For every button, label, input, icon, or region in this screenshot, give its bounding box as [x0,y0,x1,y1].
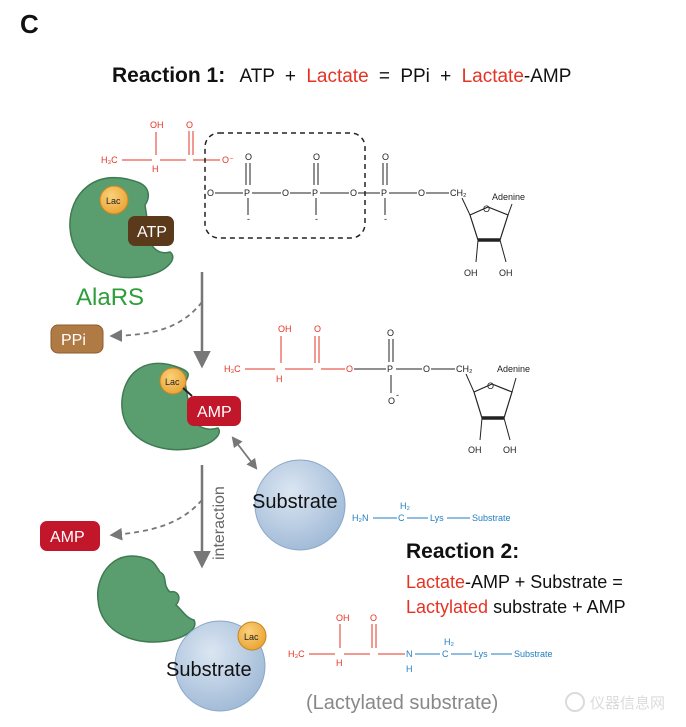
svg-text:O: O [314,324,321,334]
svg-text:O: O [388,396,395,406]
svg-text:Substrate: Substrate [514,649,553,659]
alars-enzyme-2: Lac AMP [121,362,241,451]
svg-text:O: O [350,188,357,198]
svg-text:O: O [487,381,494,391]
svg-text:P: P [244,188,250,198]
svg-text:Lys: Lys [430,513,444,523]
lactylated-substrate-label: (Lactylated substrate) [306,692,498,714]
svg-text:OH: OH [150,120,164,130]
lactylated-structure: OH H₃C H O N H C H₂ Lys Substrate [288,613,553,674]
lac-circle-2 [159,367,187,395]
svg-text:H₂: H₂ [444,637,454,647]
svg-text:O: O [382,152,389,162]
ppi-label: PPi [61,332,86,349]
svg-text:O: O [423,364,430,374]
svg-text:H₂: H₂ [400,501,410,511]
svg-text:OH: OH [278,324,292,334]
interaction-arrow [231,436,258,470]
svg-text:C: C [398,513,405,523]
lactate-amp-structure: OH H₃C H O O P O O - O CH₂ [224,324,530,455]
svg-text:-: - [315,214,318,224]
svg-text:O: O [418,188,425,198]
panel-label: C [20,9,39,39]
substrate-circle [254,459,346,551]
svg-text:O: O [370,613,377,623]
arrow-to-ppi [109,301,203,343]
amp-box-product [40,521,100,551]
amp-label-product: AMP [50,529,85,546]
svg-text:CH₂: CH₂ [450,188,467,198]
svg-text:H₂N: H₂N [352,513,369,523]
atp-label: ATP [137,224,167,241]
svg-text:H₃C: H₃C [101,155,118,165]
svg-text:OH: OH [464,268,478,278]
svg-text:O: O [282,188,289,198]
lac-label-1: Lac [106,196,121,206]
amp-label-enzyme: AMP [197,404,232,421]
watermark-logo: 仪器信息网 [565,692,665,712]
bottom-substrate-label: Substrate [166,659,252,681]
svg-text:O: O [346,364,353,374]
reaction2-line2: Lactylated substrate + AMP [406,597,626,617]
amp-box-enzyme [187,396,241,426]
interaction-label: interaction [211,486,228,560]
svg-text:P: P [387,364,393,374]
svg-text:O: O [313,152,320,162]
svg-text:N: N [406,649,413,659]
svg-text:H: H [406,664,413,674]
svg-text:P: P [381,188,387,198]
lac-label-3: Lac [244,632,259,642]
svg-text:Adenine: Adenine [492,192,525,202]
alars-label: AlaRS [76,284,144,311]
svg-text:-: - [396,390,399,400]
svg-text:Lys: Lys [474,649,488,659]
svg-text:O⁻: O⁻ [222,155,234,165]
arrow-to-amp [109,499,203,541]
svg-text:O: O [245,152,252,162]
substrate-label: Substrate [252,491,338,513]
alars-enzyme-3 [97,555,196,643]
svg-text:Adenine: Adenine [497,364,530,374]
svg-text:H: H [276,374,283,384]
alars-enzyme-1: Lac ATP [69,177,174,279]
watermark-text: 仪器信息网 [590,694,665,712]
atp-lactate-structure: OH H₃C H O O⁻ O P O P O P O CH₂ O O O [101,120,525,278]
svg-text:-: - [384,214,387,224]
svg-text:O: O [186,120,193,130]
svg-text:H₃C: H₃C [288,649,305,659]
svg-text:OH: OH [499,268,513,278]
svg-text:H: H [152,164,159,174]
svg-text:Substrate: Substrate [472,513,511,523]
lac-circle-1 [99,185,129,215]
lysine-substrate-structure: H₂N C H₂ Lys Substrate [352,501,511,523]
lac-label-2: Lac [165,377,180,387]
svg-text:H₃C: H₃C [224,364,241,374]
svg-text:O: O [387,328,394,338]
svg-text:H: H [336,658,343,668]
svg-text:OH: OH [336,613,350,623]
reaction2-title: Reaction 2: [406,540,519,563]
lac-circle-3 [237,621,267,651]
svg-text:O: O [207,188,214,198]
reaction2-line1: Lactate-AMP + Substrate = [406,572,623,592]
reaction1-equation: Reaction 1: ATP + Lactate = PPi + Lactat… [112,64,571,87]
svg-text:OH: OH [503,445,517,455]
atp-box [128,216,174,246]
svg-text:OH: OH [468,445,482,455]
reaction1-title: Reaction 1: [112,64,225,87]
svg-text:C: C [442,649,449,659]
svg-text:P: P [312,188,318,198]
svg-text:CH₂: CH₂ [456,364,473,374]
svg-text:O: O [483,204,490,214]
svg-text:-: - [247,214,250,224]
pyrophosphate-dashed-box [204,132,366,239]
ppi-box [50,324,104,354]
